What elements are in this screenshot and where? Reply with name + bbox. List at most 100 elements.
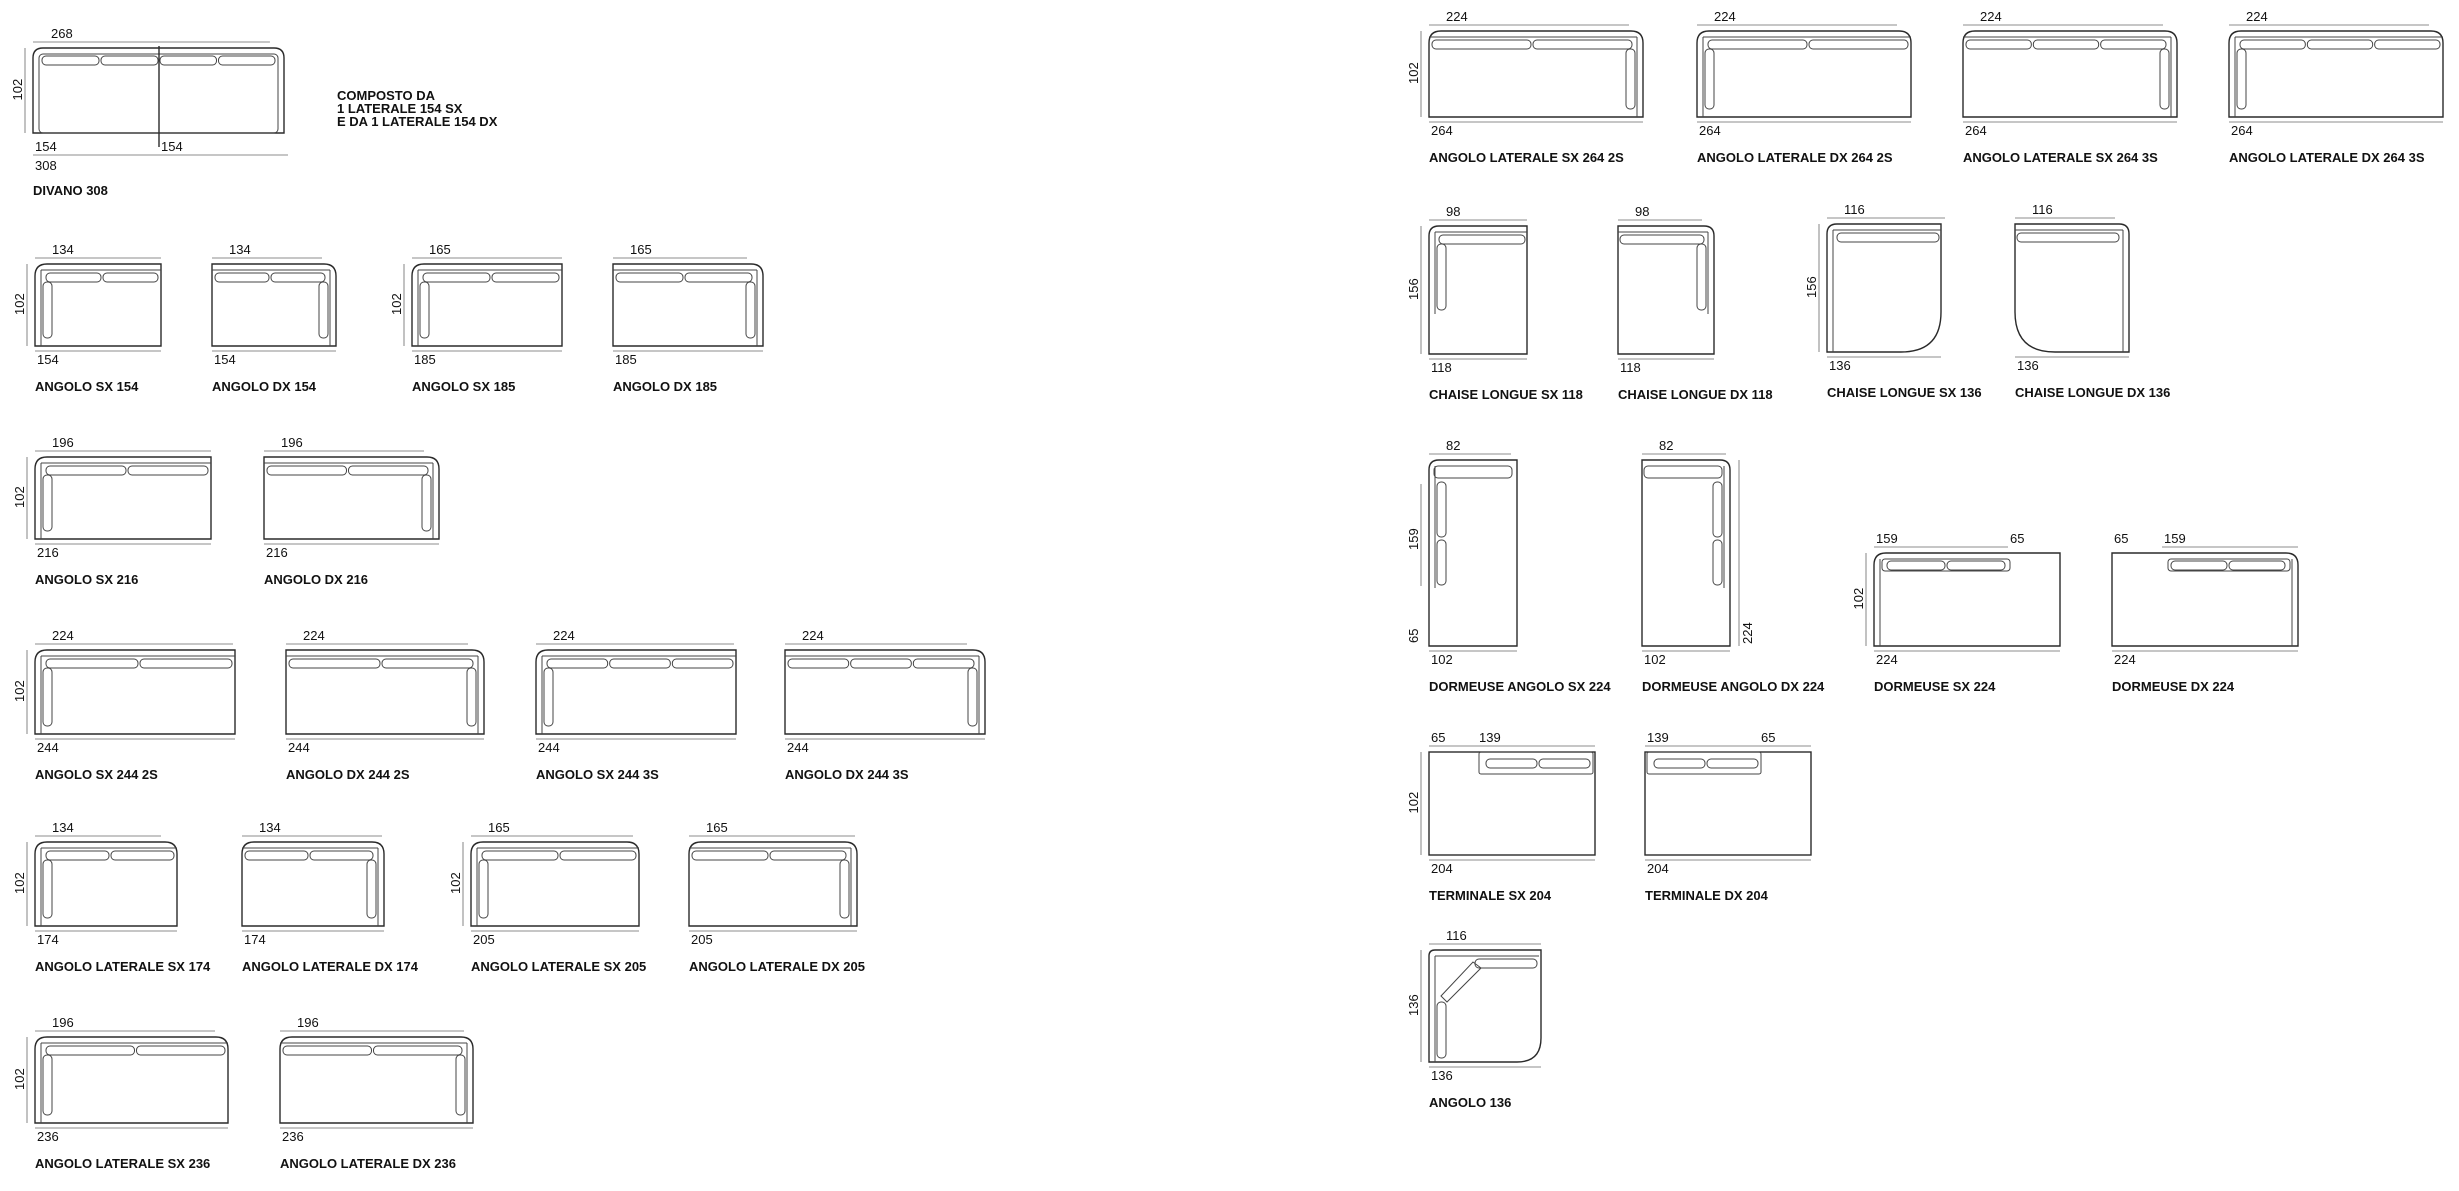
module-caption: ANGOLO DX 185 [613,379,717,394]
depth-dimension-label: 102 [1851,588,1866,610]
back-cushion [100,55,159,66]
sofa-outline [1428,949,1542,1063]
bottom-dimension-label: 174 [37,932,59,947]
module-caption: ANGOLO SX 244 2S [35,767,158,782]
sofa-outline [1641,459,1731,647]
armrest [318,281,329,339]
module-caption: CHAISE LONGUE SX 118 [1429,387,1583,402]
armrest [42,474,53,532]
armrest [543,667,554,727]
bottom-dimension-label: 102 [1431,652,1453,667]
top-dimension-label: 268 [51,26,73,41]
module-caption: ANGOLO LATERALE DX 205 [689,959,865,974]
top-dimension-label: 196 [52,435,74,450]
back-block [1881,558,2011,572]
armrest [1625,48,1636,110]
sofa-outline [1826,223,1942,353]
module-caption: ANGOLO LATERALE DX 236 [280,1156,456,1171]
sofa-outline [1962,30,2178,118]
back-cushion [671,658,734,669]
armrest [1436,481,1447,538]
top-dimension-label: 165 [706,820,728,835]
armrest [839,859,850,919]
back-cushion [1707,39,1808,50]
back-cushion [559,850,637,861]
sofa-outline [688,841,858,927]
top-dimension-label: 165 [488,820,510,835]
armrest [1436,243,1447,311]
back-cushion [373,1045,463,1056]
sofa-outline [1428,459,1518,647]
total-dimension-label: 308 [35,158,57,173]
top-dimension-label: 134 [229,242,251,257]
back-cushion [2228,560,2286,571]
depth-dimension-label: 102 [12,293,27,315]
module-caption: ANGOLO LATERALE SX 236 [35,1156,210,1171]
armrest [466,667,477,727]
module-caption: ANGOLO LATERALE SX 264 3S [1963,150,2158,165]
back-cushion [1965,39,2032,50]
bottom-dimension-label: 205 [691,932,713,947]
bottom-dimension-label: 236 [37,1129,59,1144]
back-block [2167,558,2291,572]
module-caption: ANGOLO SX 216 [35,572,138,587]
module-caption: CHAISE LONGUE SX 136 [1827,385,1982,400]
module-caption: ANGOLO LATERALE SX 174 [35,959,211,974]
depth-dimension-label: 102 [12,486,27,508]
armrest [1712,481,1723,538]
sofa-outline [1617,225,1715,355]
sofa-outline [34,456,212,540]
back-cushion [422,272,491,283]
back-cushion [1808,39,1909,50]
back-cushion [1836,232,1940,243]
top-dimension-label: 98 [1446,204,1460,219]
sofa-outline [32,47,285,134]
bottom-dimension-label: 224 [2114,652,2136,667]
top-dimension-label: 165 [630,242,652,257]
back-cushion [288,658,381,669]
bottom-dimension-label: 154 [35,139,57,154]
back-cushion [110,850,175,861]
back-cushion [244,850,309,861]
back-cushion [1653,758,1706,769]
back-cushion [2032,39,2100,50]
depth-dimension-label: 102 [389,293,404,315]
top-dimension-label: 224 [2246,9,2268,24]
top-dimension-label: 116 [2032,202,2053,217]
back-cushion [218,55,276,66]
back-cushion [136,1045,226,1056]
back-cushion [1474,958,1538,969]
module-caption: ANGOLO DX 216 [264,572,368,587]
back-cushion [1431,39,1532,50]
sofa-outline [285,649,485,735]
sofa-outline [411,263,563,347]
back-cushion [348,465,429,476]
sofa-outline [1428,225,1528,355]
top-dimension-label: 139 [1479,730,1501,745]
armrest [2159,48,2170,110]
back-cushion [912,658,975,669]
bottom-dimension-label: 224 [1876,652,1898,667]
back-cushion [609,658,671,669]
bottom-dimension-label: 118 [1620,360,1641,375]
armrest [1704,48,1715,110]
module-caption: DORMEUSE DX 224 [2112,679,2235,694]
sofa-outline [263,456,440,540]
top-dimension-label: 116 [1844,202,1865,217]
sofa-outline [34,1036,229,1124]
bottom-dimension-label: 205 [473,932,495,947]
armrest [2236,48,2247,110]
back-cushion [45,465,127,476]
top-dimension-label: 159 [2164,531,2186,546]
